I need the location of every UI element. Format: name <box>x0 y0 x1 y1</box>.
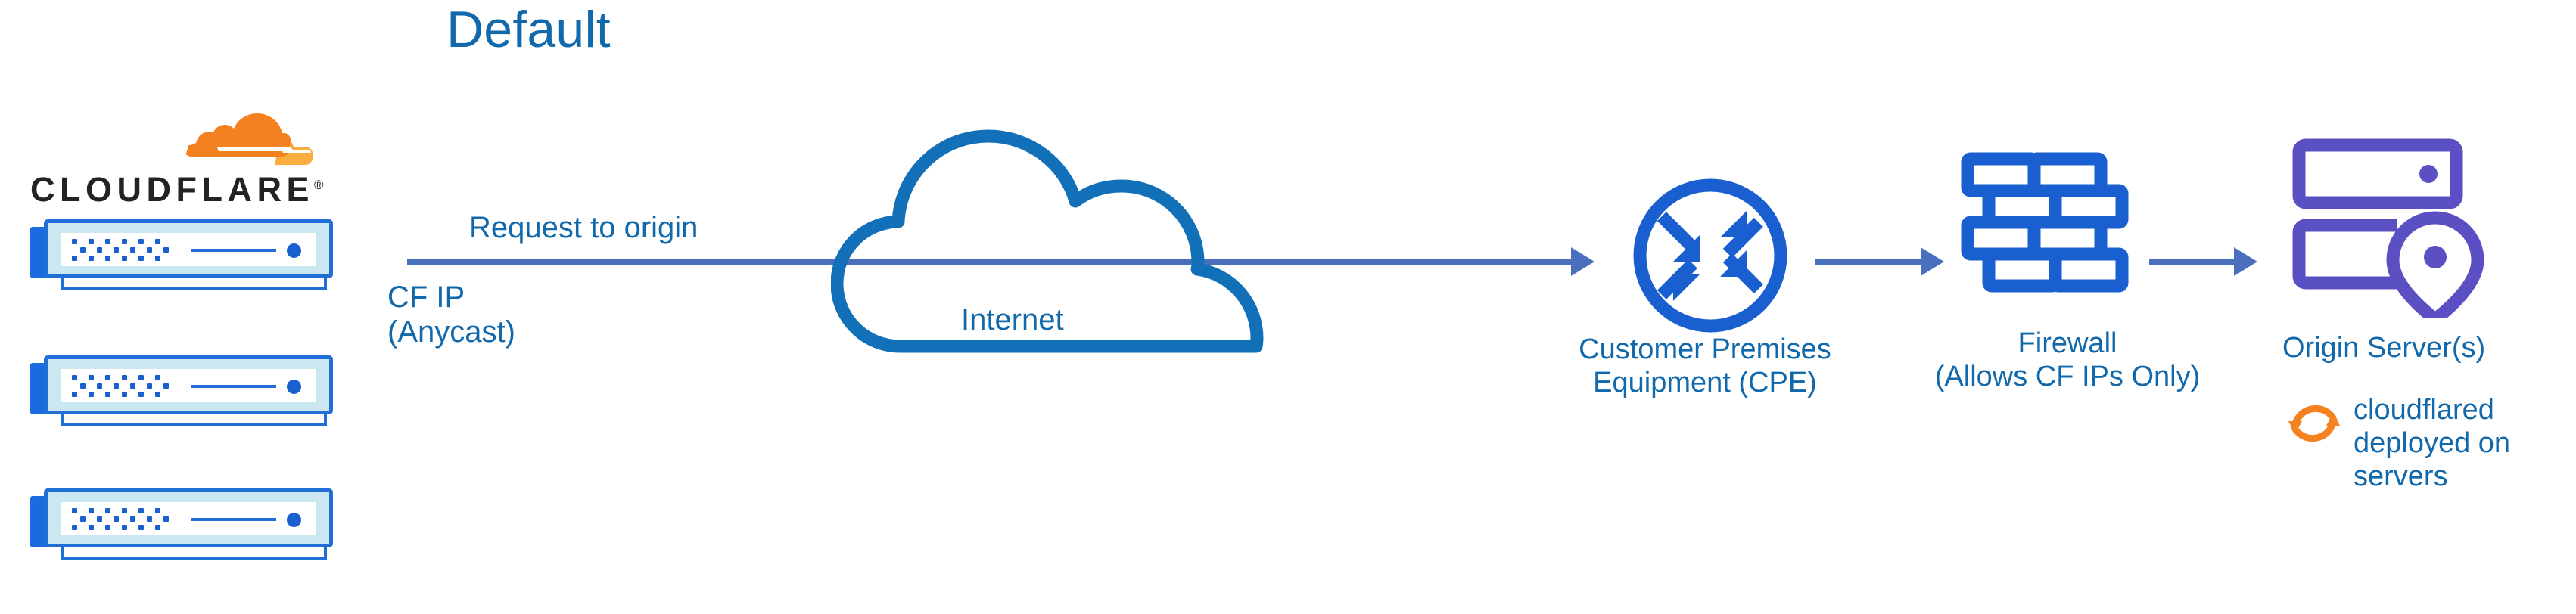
arrow-cpe-to-firewall-line <box>1815 259 1921 265</box>
server-status-bar <box>191 518 276 521</box>
registered-trademark-symbol: ® <box>313 178 324 192</box>
label-cloudflared-deployed: cloudflared deployed on servers <box>2354 394 2511 493</box>
server-led-icon <box>287 380 301 394</box>
label-internet: Internet <box>961 303 1064 336</box>
label-firewall: Firewall (Allows CF IPs Only) <box>1934 327 2201 393</box>
cloudflare-wordmark: CLOUDFLARE® <box>30 172 341 206</box>
server-front-panel <box>61 233 316 266</box>
server-appliance-3 <box>30 482 333 564</box>
label-request-to-origin: Request to origin <box>469 211 698 244</box>
arrow-edge-to-cpe-head <box>1571 247 1594 276</box>
server-status-bar <box>191 249 276 252</box>
server-body <box>44 488 333 547</box>
server-body <box>44 219 333 278</box>
server-status-bar <box>191 385 276 388</box>
brick-wall-icon <box>1961 152 2129 293</box>
server-appliance-2 <box>30 349 333 431</box>
sync-refresh-icon <box>2288 405 2340 442</box>
arrow-firewall-to-origin-line <box>2149 259 2234 265</box>
server-rack-location-pin-icon <box>2292 138 2484 318</box>
arrow-cpe-to-firewall-head <box>1921 247 1944 276</box>
arrow-edge-to-cpe-line <box>407 259 1579 265</box>
server-appliance-1 <box>30 213 333 295</box>
server-body <box>44 355 333 414</box>
label-customer-premises-equipment: Customer Premises Equipment (CPE) <box>1579 333 1831 399</box>
arrow-firewall-to-origin-head <box>2234 247 2257 276</box>
server-led-icon <box>287 513 301 527</box>
label-origin-servers: Origin Server(s) <box>2282 332 2486 364</box>
server-led-icon <box>287 243 301 258</box>
cloudflare-cloud-icon <box>186 113 313 165</box>
router-circle-arrows-icon <box>1633 178 1787 333</box>
cloudflare-logo: CLOUDFLARE® <box>30 113 341 212</box>
label-cf-ip-anycast: CF IP (Anycast) <box>387 281 515 349</box>
server-front-panel <box>61 502 316 535</box>
internet-cloud-icon <box>831 129 1264 353</box>
server-front-panel <box>61 369 316 402</box>
server-port-matrix-icon <box>72 508 172 531</box>
cloudflare-wordmark-text: CLOUDFLARE <box>30 170 314 209</box>
server-port-matrix-icon <box>72 239 172 262</box>
server-port-matrix-icon <box>72 375 172 398</box>
page-title: Default <box>446 1 611 58</box>
